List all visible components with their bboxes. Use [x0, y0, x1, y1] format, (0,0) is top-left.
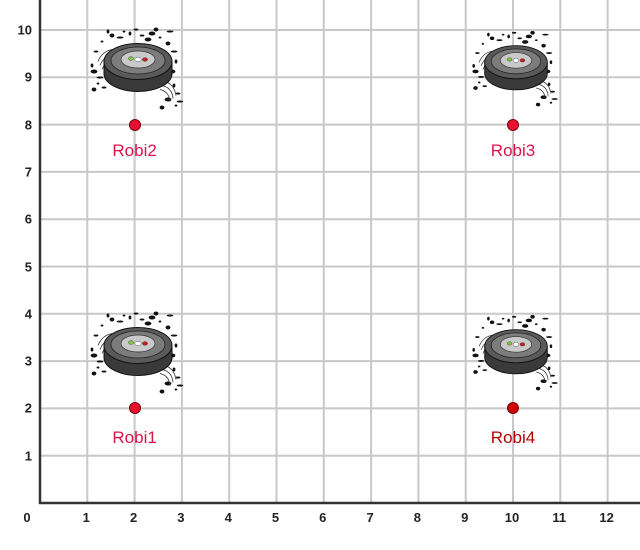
x-tick-label: 9: [461, 510, 469, 525]
y-tick-label: 3: [24, 353, 32, 369]
x-tick-label: 10: [504, 510, 520, 525]
x-tick-label: 2: [129, 510, 138, 525]
x-tick-label: 1: [82, 510, 90, 525]
position-marker: [128, 118, 141, 131]
robot-label: Robi3: [490, 140, 536, 160]
x-tick-label: 6: [319, 510, 327, 525]
robot-label: Robi1: [112, 428, 157, 448]
position-marker: [128, 402, 141, 415]
position-marker: [507, 118, 519, 131]
x-tick-label: 7: [366, 510, 374, 525]
x-tick-label: 5: [271, 510, 280, 525]
y-tick-label: 5: [24, 259, 32, 274]
y-tick-label: 8: [24, 117, 32, 133]
y-tick-label: 4: [24, 306, 32, 322]
x-tick-label: 3: [177, 510, 185, 525]
position-marker: [507, 402, 519, 415]
x-tick-label: 8: [413, 510, 422, 525]
robot-label: Robi2: [112, 140, 157, 160]
y-tick-label: 9: [24, 69, 32, 85]
robot-vacuum-icon: [90, 311, 186, 402]
y-tick-label: 6: [24, 211, 32, 227]
x-tick-label: 12: [599, 510, 614, 525]
y-tick-label: 2: [24, 400, 32, 416]
robot-vacuum-icon: [90, 27, 186, 118]
robot-vacuum-icon: [472, 30, 560, 115]
y-tick-label: 10: [17, 22, 32, 38]
x-tick-label: 11: [552, 510, 567, 525]
y-tick-label: 7: [24, 164, 32, 180]
robot-vacuum-icon: [472, 314, 560, 399]
x-tick-label: 4: [224, 510, 232, 525]
y-tick-label: 1: [24, 448, 32, 464]
robot-label: Robi4: [490, 428, 536, 448]
x-tick-label: 0: [23, 510, 31, 525]
